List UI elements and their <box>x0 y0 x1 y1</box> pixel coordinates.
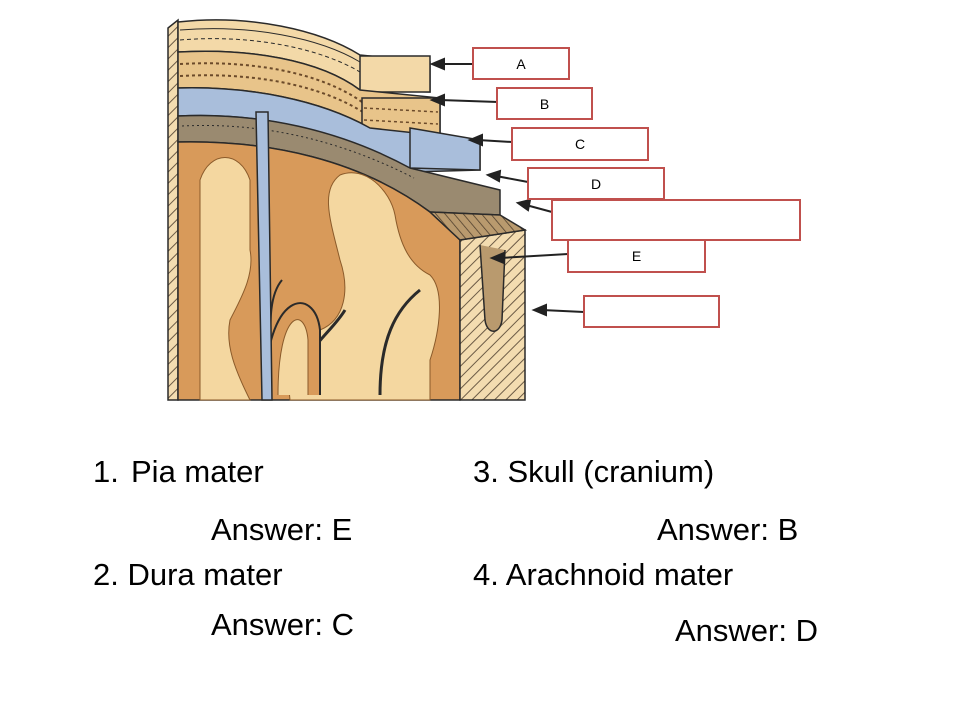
question-1-answer: Answer: E <box>211 512 353 547</box>
arrow-e <box>499 253 569 259</box>
question-2-term: Dura mater <box>127 557 283 592</box>
leader-arrows <box>429 57 585 317</box>
brain-tissue <box>177 141 461 401</box>
question-4-term: Arachnoid mater <box>505 557 734 592</box>
question-4-answer: Answer: D <box>675 613 818 648</box>
arrow-e-head <box>489 251 505 265</box>
label-box-blank-2[interactable] <box>583 295 720 328</box>
question-1-number: 1. <box>93 454 119 489</box>
question-4-number: 4. <box>473 557 499 592</box>
label-box-b[interactable]: B <box>496 87 593 120</box>
arrow-d-head <box>485 169 502 183</box>
arrow-b <box>439 99 499 103</box>
label-box-d[interactable]: D <box>527 167 665 200</box>
arrow-blank2-head <box>531 303 547 317</box>
arrow-d <box>495 175 529 183</box>
question-2-answer: Answer: C <box>211 607 354 642</box>
arrow-a-head <box>429 57 445 71</box>
question-3-number: 3. <box>473 454 499 489</box>
arrow-c <box>477 139 513 143</box>
right-cut-face <box>428 211 528 401</box>
arrow-blank1 <box>525 204 553 213</box>
question-3-term: Skull (cranium) <box>507 454 715 489</box>
longitudinal-fissure <box>255 111 273 401</box>
question-2: 2. Dura mater <box>93 559 283 590</box>
question-1-term: Pia mater <box>131 454 264 489</box>
question-3: 3. Skull (cranium) <box>473 456 714 487</box>
dura-layer <box>177 87 481 173</box>
question-1: 1. Pia mater <box>93 456 264 487</box>
label-box-c[interactable]: C <box>511 127 649 161</box>
arrow-blank2 <box>541 309 585 313</box>
label-box-blank-1[interactable] <box>551 199 801 241</box>
question-4: 4. Arachnoid mater <box>473 559 733 590</box>
left-cut-face <box>167 18 179 401</box>
arrow-c-head <box>467 133 483 147</box>
arrow-blank1-head <box>515 198 532 212</box>
question-2-number: 2. <box>93 557 119 592</box>
label-box-a[interactable]: A <box>472 47 570 80</box>
label-box-e[interactable]: E <box>567 239 706 273</box>
meninges-cross-section-diagram <box>167 18 585 401</box>
question-3-answer: Answer: B <box>657 512 799 547</box>
arrow-b-head <box>429 93 445 107</box>
